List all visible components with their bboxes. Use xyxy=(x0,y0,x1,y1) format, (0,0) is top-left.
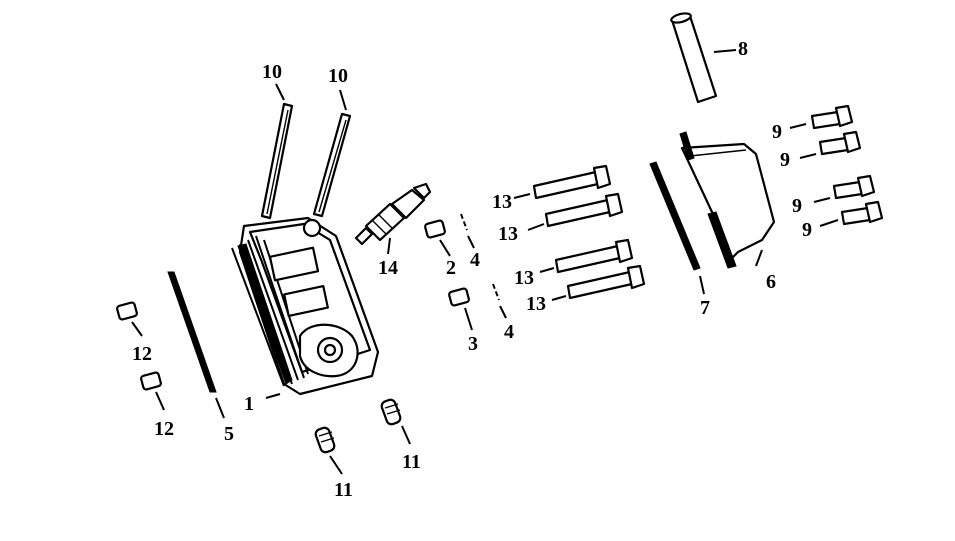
callout-9-3: 9 xyxy=(792,195,802,217)
nozzle-part-11-right xyxy=(380,398,402,426)
bolt-part-9-4 xyxy=(840,200,884,226)
callout-8: 8 xyxy=(738,38,748,60)
callout-6: 6 xyxy=(766,271,776,293)
callout-1: 1 xyxy=(244,393,254,415)
callout-13-1: 13 xyxy=(492,191,512,213)
callout-7: 7 xyxy=(700,297,710,319)
callout-13-4: 13 xyxy=(526,293,546,315)
dowel-part-12-upper xyxy=(116,301,138,321)
callout-3: 3 xyxy=(468,333,478,355)
callout-12-upper: 12 xyxy=(132,343,152,365)
pipe-part-8 xyxy=(670,12,718,104)
gasket-part-5 xyxy=(167,271,217,393)
bolt-part-13-2 xyxy=(544,192,624,228)
callout-14: 14 xyxy=(378,257,398,279)
callout-9-2: 9 xyxy=(780,149,790,171)
callout-13-3: 13 xyxy=(514,267,534,289)
nozzle-part-11-left xyxy=(314,426,336,454)
callout-12-lower: 12 xyxy=(154,418,174,440)
stud-part-10-left xyxy=(260,102,294,220)
bolt-part-9-3 xyxy=(832,174,876,200)
callout-4-lower: 4 xyxy=(504,321,514,343)
cylinder-head-part-1 xyxy=(231,216,380,396)
dowel-part-2 xyxy=(424,219,446,239)
bolt-part-9-1 xyxy=(810,104,854,130)
callout-5: 5 xyxy=(224,423,234,445)
callout-10-left: 10 xyxy=(262,61,282,83)
dowel-part-12-lower xyxy=(140,371,162,391)
bolt-part-9-2 xyxy=(818,130,862,156)
bolt-part-13-1 xyxy=(532,164,612,200)
callout-10-right: 10 xyxy=(328,65,348,87)
callout-9-1: 9 xyxy=(772,121,782,143)
head-cover-part-6 xyxy=(679,131,776,269)
callout-2: 2 xyxy=(446,257,456,279)
leader-lines xyxy=(131,49,839,475)
oring-part-4-upper xyxy=(460,213,468,231)
bolt-part-13-4 xyxy=(566,264,646,300)
callout-11-left: 11 xyxy=(334,479,353,501)
bolt-part-13-3 xyxy=(554,238,634,274)
callout-11-right: 11 xyxy=(402,451,421,473)
spark-plug-part-14 xyxy=(354,182,432,246)
callout-4-upper: 4 xyxy=(470,249,480,271)
oring-part-4-lower xyxy=(492,283,500,301)
callout-9-4: 9 xyxy=(802,219,812,241)
stud-part-10-right xyxy=(312,112,352,218)
cover-gasket-part-7 xyxy=(649,161,701,271)
dowel-part-3 xyxy=(448,287,470,307)
callout-13-2: 13 xyxy=(498,223,518,245)
